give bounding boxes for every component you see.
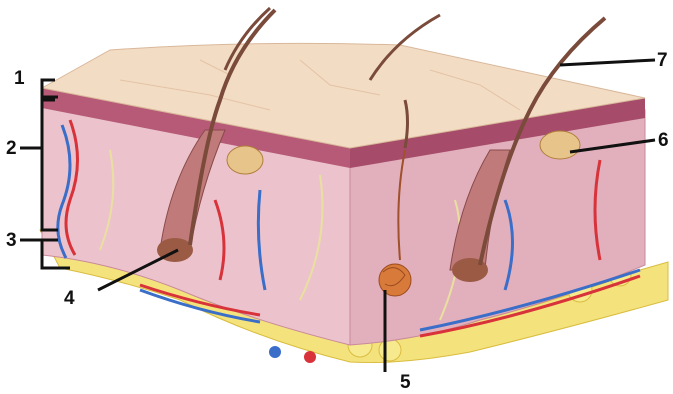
label-3: 3 bbox=[6, 230, 17, 251]
label-1: 1 bbox=[14, 68, 25, 89]
label-5: 5 bbox=[400, 372, 411, 393]
label-7: 7 bbox=[657, 50, 668, 71]
label-6: 6 bbox=[658, 130, 669, 151]
label-4: 4 bbox=[64, 288, 75, 309]
label-2: 2 bbox=[6, 138, 17, 159]
